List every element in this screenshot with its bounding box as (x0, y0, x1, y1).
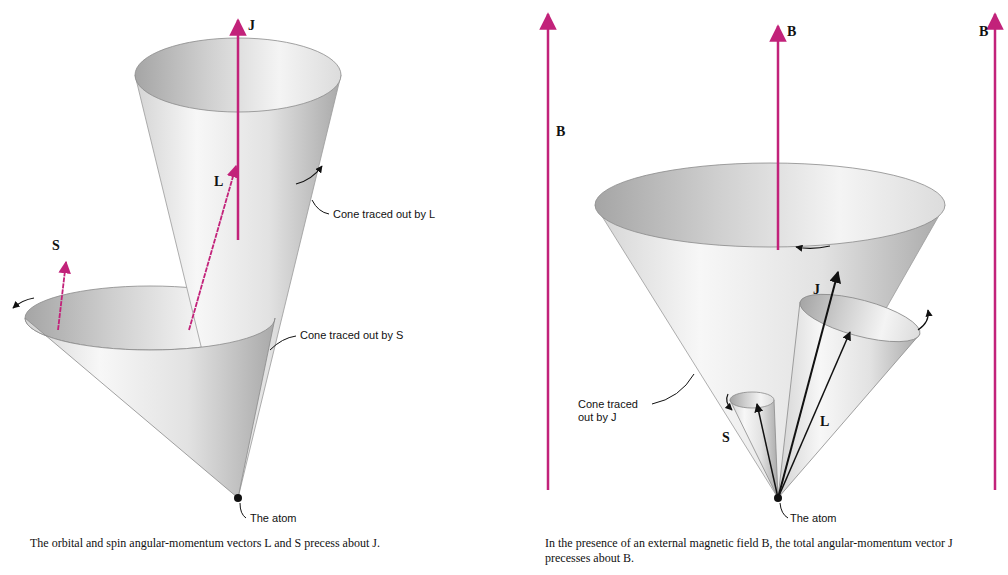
s-cone-rim (730, 392, 774, 408)
s-vector (58, 262, 66, 330)
field-label: B (979, 24, 988, 40)
precession-arrow (918, 310, 928, 330)
atom-dot (774, 494, 782, 502)
j-vector (778, 272, 838, 498)
right-figure (548, 14, 995, 518)
callout-label: Cone traced out by J (578, 398, 656, 424)
callout-label: Cone traced out by L (333, 208, 435, 221)
vector-label: J (813, 282, 820, 298)
field-label: B (556, 124, 565, 140)
leader-line (312, 200, 329, 214)
b-field-arrow (547, 14, 550, 490)
figure-caption: The orbital and spin angular-momentum ve… (30, 536, 430, 551)
b-field-arrow (994, 14, 997, 490)
vector-label: J (248, 18, 255, 34)
precession-arrow (727, 394, 732, 410)
callout-label: Cone traced out by S (300, 329, 403, 342)
leader-line (270, 336, 296, 350)
j-cone-rim (595, 163, 945, 247)
field-label: B (787, 24, 796, 40)
j-cone (595, 205, 945, 498)
precession-arrow (13, 298, 34, 308)
leader-line (240, 503, 246, 518)
vector-label: S (52, 238, 60, 254)
leader-line (652, 374, 694, 404)
s-cone (730, 400, 778, 498)
l-vector (189, 166, 236, 330)
vector-label: L (820, 414, 829, 430)
vector-label: S (722, 430, 730, 446)
callout-label: The atom (250, 512, 296, 525)
l-vector (778, 332, 850, 498)
precession-arrow (296, 166, 322, 184)
precession-arrow (796, 246, 830, 248)
vector-label: L (214, 174, 223, 190)
b-field-arrow (777, 26, 780, 250)
s-vector (757, 404, 778, 498)
callout-label: The atom (790, 512, 836, 525)
atom-dot (234, 494, 242, 502)
j-vector (237, 20, 240, 240)
left-figure (13, 20, 341, 518)
s-cone (25, 318, 275, 498)
figure-caption: In the presence of an external magnetic … (545, 536, 965, 566)
leader-line (780, 503, 788, 518)
